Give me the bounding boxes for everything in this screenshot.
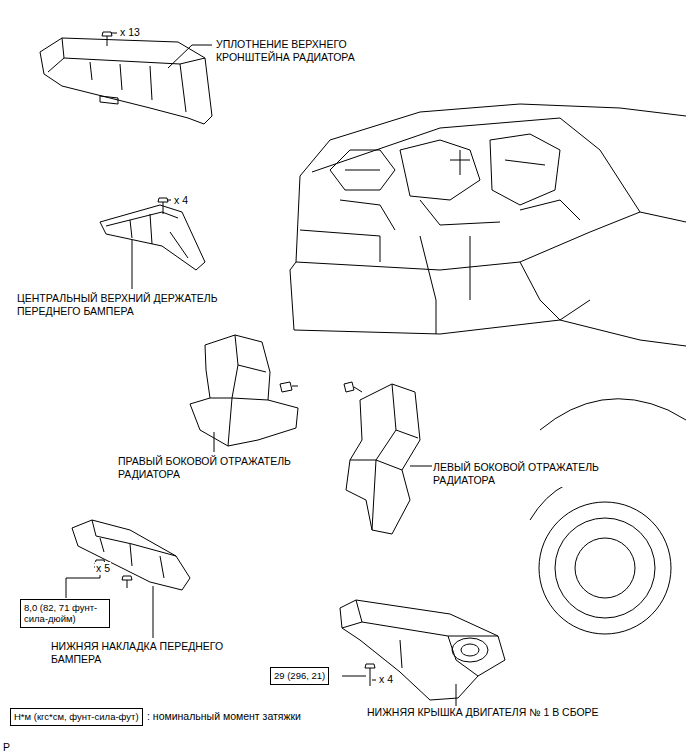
vehicle-front (340, 200, 580, 230)
vehicle-front (345, 150, 545, 175)
radiator-deflector (346, 384, 420, 534)
radiator-deflector (190, 335, 298, 446)
leader-line (111, 33, 117, 34)
callout-number: x 4 (173, 194, 189, 207)
radiator-seal (100, 96, 118, 104)
torque-value: 8,0 (82, 71 фунт-сила-дюйм) (24, 602, 106, 625)
clip (344, 382, 362, 392)
vehicle-front (290, 104, 686, 634)
lower-bumper-cover (72, 520, 190, 590)
vehicle-front (560, 118, 686, 222)
radiator-seal (48, 38, 205, 112)
leader-line (66, 33, 456, 706)
vehicle-front (420, 236, 470, 334)
leader-line (153, 586, 154, 638)
vehicle-front (290, 176, 590, 334)
leader-line (214, 432, 215, 452)
bolt (102, 32, 112, 46)
torque-box: 8,0 (82, 71 фунт-сила-дюйм) (20, 599, 110, 628)
clip (344, 382, 362, 392)
leader-line (168, 45, 212, 68)
leader-line (132, 240, 133, 289)
bolt (158, 198, 168, 214)
figure-mark: P (2, 741, 11, 754)
lower-bumper-cover (92, 520, 176, 578)
bumper-retainer (100, 205, 205, 270)
vehicle-front (540, 399, 686, 430)
bolt (102, 32, 112, 46)
radiator-deflector (190, 335, 298, 446)
bolt (95, 560, 132, 588)
callout-number: x 4 (378, 673, 394, 686)
torque-box: 29 (296, 21) (270, 667, 329, 685)
leader-line (456, 684, 457, 706)
torque-box: Н*м (кгс*см, фунт-сила-фут) (10, 708, 143, 726)
lower-bumper-cover (72, 520, 190, 590)
part-name: ЦЕНТРАЛЬНЫЙ ВЕРХНИЙ ДЕРЖАТЕЛЬ ПЕРЕДНЕГО … (16, 292, 248, 318)
torque-value: 29 (296, 21) (274, 670, 325, 681)
clip (280, 382, 298, 392)
vehicle-front (300, 230, 380, 262)
part-name: УПЛОТНЕНИЕ ВЕРХНЕГО КРОНШТЕЙНА РАДИАТОРА (215, 38, 417, 64)
vehicle-front (490, 134, 560, 205)
leader-line (410, 466, 432, 467)
vehicle-front (555, 518, 655, 618)
bumper-retainer (100, 205, 205, 270)
callout-number: x 5 (95, 562, 111, 575)
bolt (365, 664, 375, 686)
clip (280, 382, 298, 392)
torque-value: Н*м (кгс*см, фунт-сила-фут) (14, 711, 139, 722)
radiator-seal (40, 38, 212, 124)
part-name: НИЖНЯЯ НАКЛАДКА ПЕРЕДНЕГО БАМПЕРА (50, 640, 252, 666)
engine-under-cover (340, 600, 505, 700)
legend-note: : номинальный момент затяжки (146, 710, 302, 723)
vehicle-front (312, 118, 560, 172)
bolt (365, 664, 375, 686)
bumper-retainer (106, 212, 188, 258)
engine-under-cover (340, 600, 505, 700)
radiator-deflector (210, 335, 268, 446)
part-name: НИЖНЯЯ КРЫШКА ДВИГАТЕЛЯ № 1 В СБОРЕ (366, 706, 600, 719)
part-name: ПРАВЫЙ БОКОВОЙ ОТРАЖАТЕЛЬ РАДИАТОРА (117, 455, 319, 481)
vehicle-front (520, 262, 686, 346)
engine-under-cover (461, 644, 479, 656)
engine-under-cover (452, 638, 488, 662)
vehicle-front (539, 502, 671, 634)
leader-line (372, 680, 376, 681)
leader-line (167, 200, 171, 201)
callout-number: x 13 (119, 26, 141, 39)
bolt (158, 198, 168, 214)
radiator-seal (40, 38, 212, 124)
bolt (122, 576, 132, 588)
radiator-deflector (350, 384, 418, 530)
vehicle-front (296, 212, 640, 270)
vehicle-front (575, 538, 635, 598)
leader-line (342, 676, 366, 677)
radiator-deflector (346, 384, 420, 534)
vehicle-front (400, 140, 480, 200)
part-name: ЛЕВЫЙ БОКОВОЙ ОТРАЖАТЕЛЬ РАДИАТОРА (432, 461, 634, 487)
